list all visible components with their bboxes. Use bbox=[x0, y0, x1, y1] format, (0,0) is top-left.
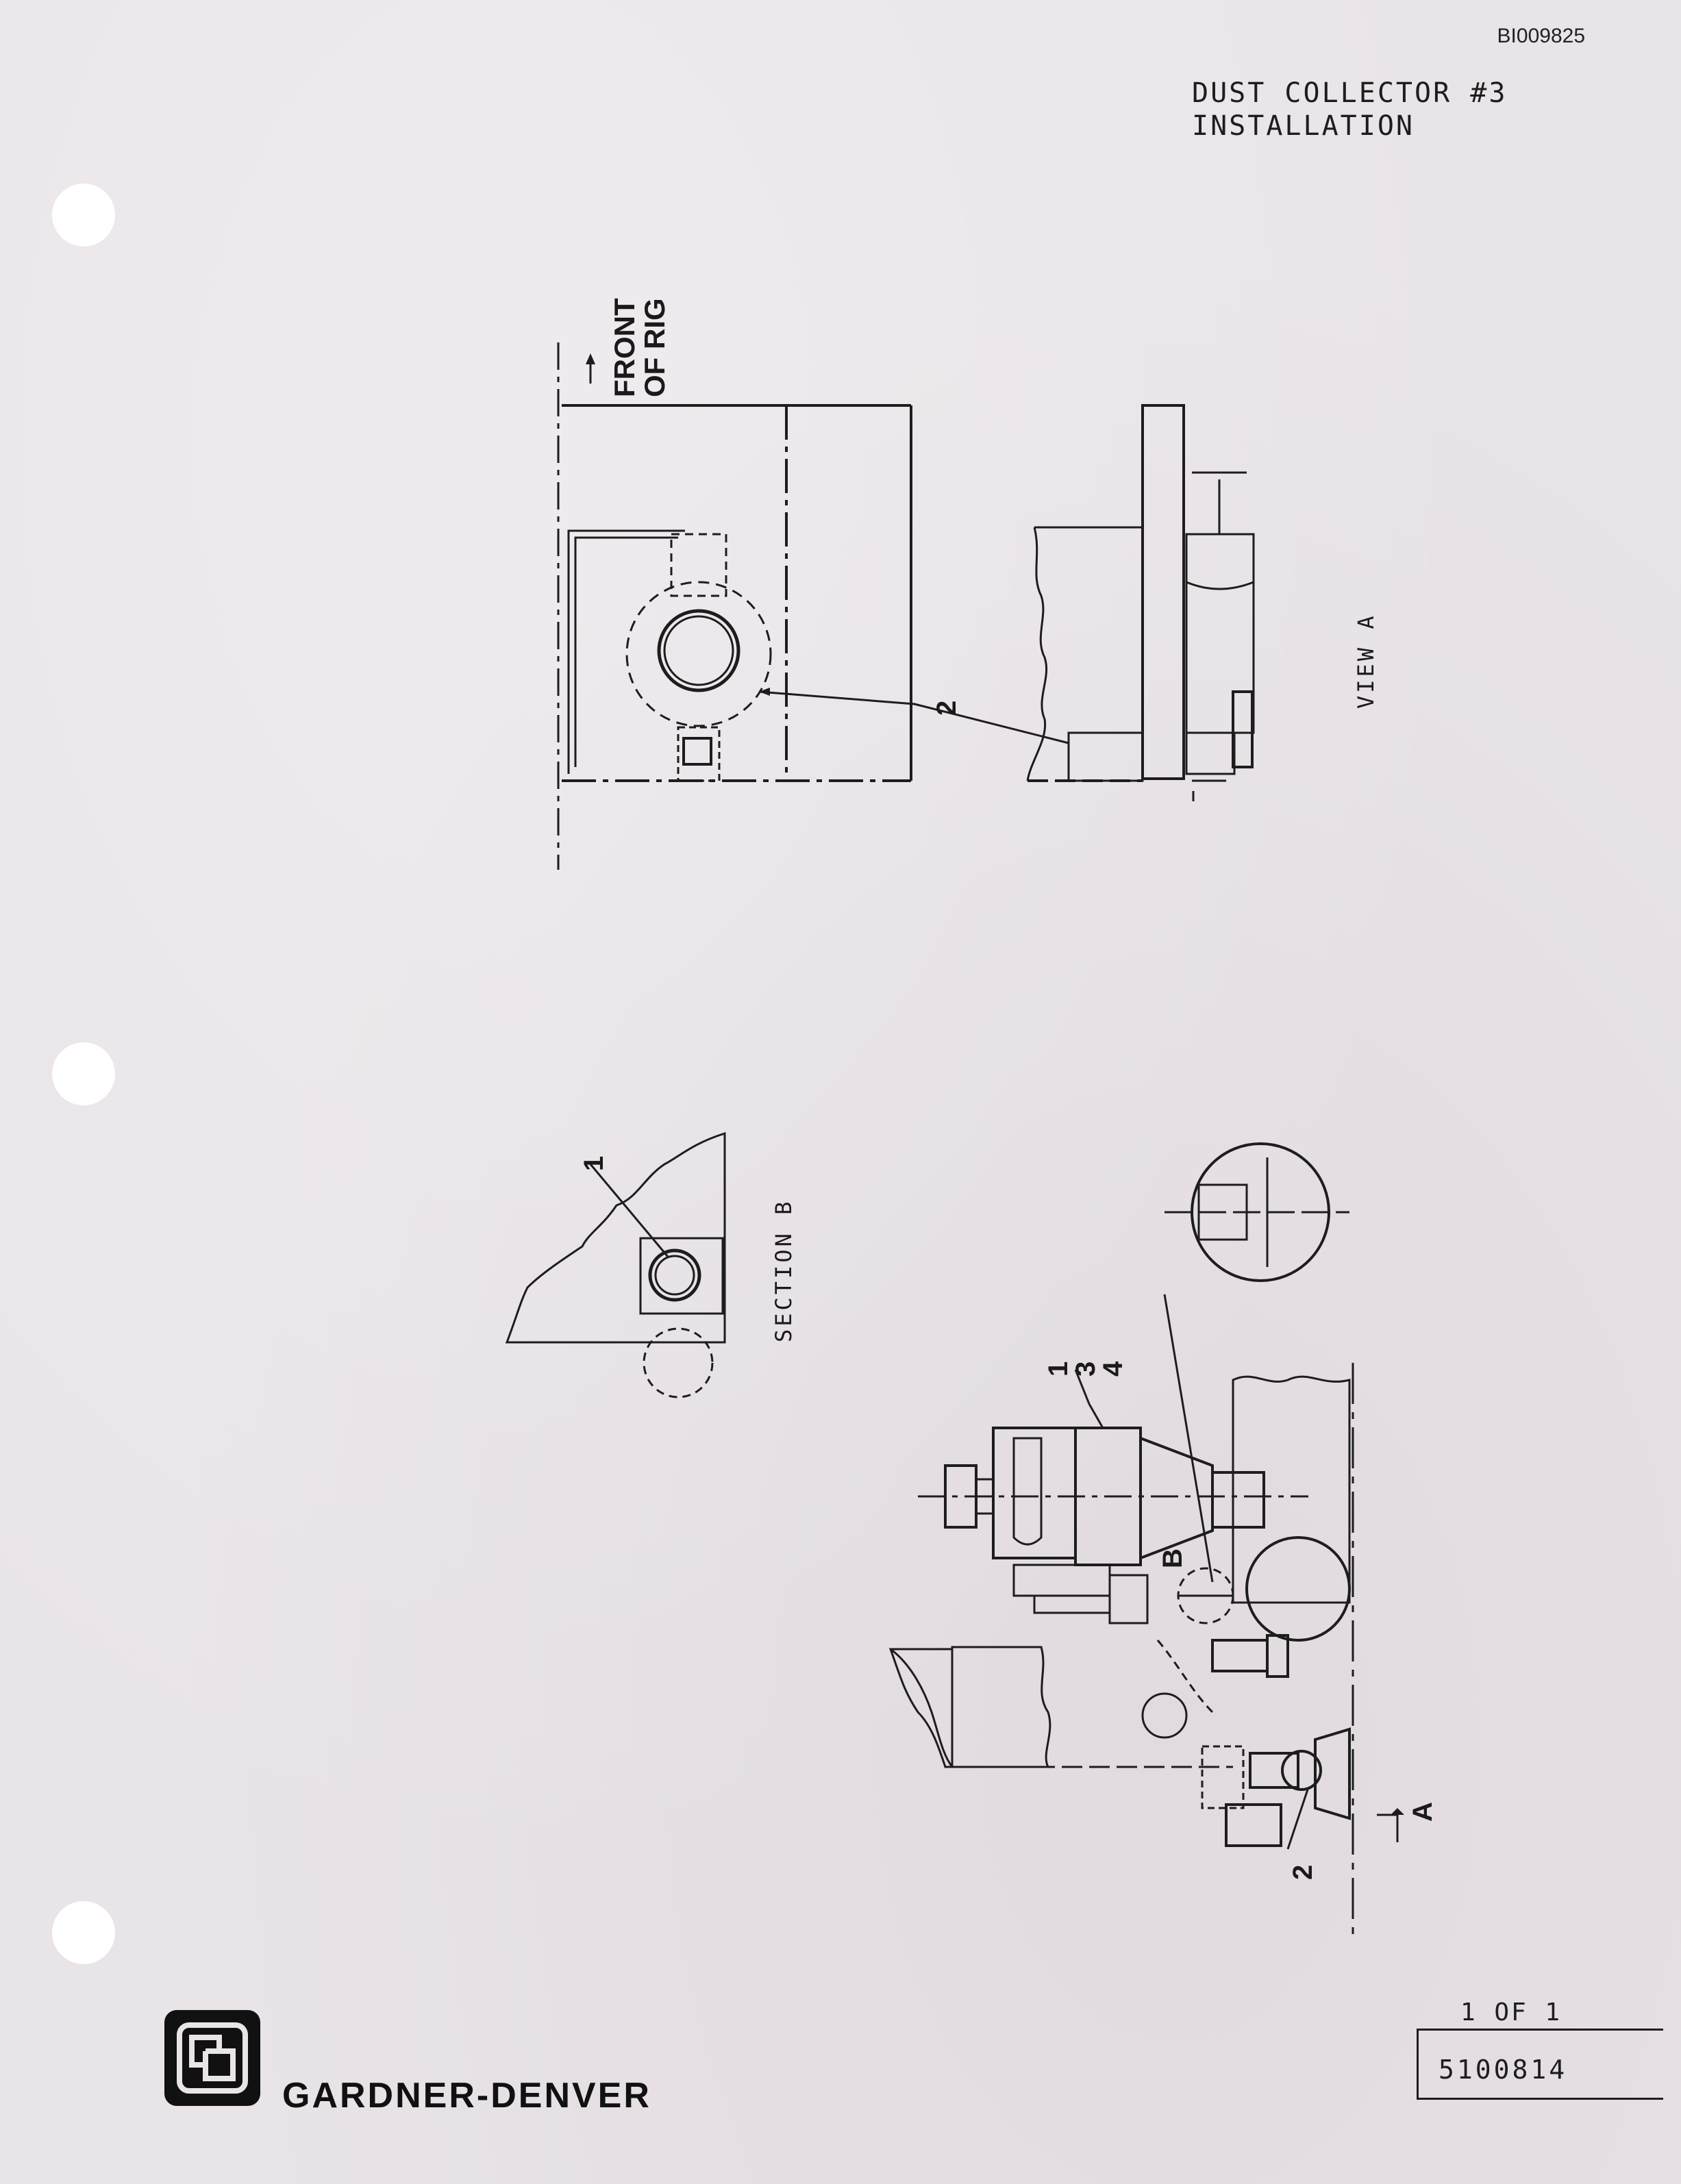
callout-1: 1 bbox=[1043, 1361, 1073, 1377]
gardner-denver-logo-icon bbox=[164, 2010, 260, 2106]
drawing-number-box bbox=[1417, 2029, 1663, 2100]
drawing-number: 5100814 bbox=[1439, 2055, 1568, 2085]
view-a-callout-2: 2 bbox=[932, 700, 962, 716]
section-b-label: SECTION B bbox=[771, 1198, 797, 1342]
view-a-label: VIEW A bbox=[1353, 613, 1379, 709]
sheet-number: 1 OF 1 bbox=[1460, 1998, 1562, 2026]
punch-hole-top bbox=[52, 184, 115, 247]
main-callouts-1-3-4: 1 3 4 bbox=[1043, 1361, 1128, 1377]
punch-hole-middle bbox=[52, 1042, 115, 1105]
view-a-drawing bbox=[557, 342, 1255, 870]
callout-3: 3 bbox=[1071, 1361, 1101, 1377]
front-of-rig-label: FRONT OF RIG bbox=[608, 298, 671, 397]
callout-4: 4 bbox=[1098, 1361, 1128, 1377]
section-b-callout-1: 1 bbox=[579, 1155, 609, 1171]
section-b-drawing bbox=[505, 1131, 726, 1398]
brand-name: GARDNER-DENVER bbox=[282, 2076, 651, 2116]
main-callout-2: 2 bbox=[1288, 1864, 1318, 1880]
front-label-line-2: OF RIG bbox=[638, 298, 671, 397]
front-label-line-1: FRONT bbox=[608, 298, 640, 397]
main-assembly-drawing bbox=[888, 1142, 1404, 1938]
punch-hole-bottom bbox=[52, 1901, 115, 1964]
title-line-1: DUST COLLECTOR #3 bbox=[1192, 77, 1508, 109]
section-b-marker: B bbox=[1158, 1548, 1188, 1568]
title-line-2: INSTALLATION bbox=[1192, 110, 1415, 142]
document-id: BI009825 bbox=[1497, 25, 1585, 47]
view-a-marker: A bbox=[1408, 1802, 1438, 1822]
drawing-title: DUST COLLECTOR #3 INSTALLATION bbox=[1192, 77, 1507, 142]
